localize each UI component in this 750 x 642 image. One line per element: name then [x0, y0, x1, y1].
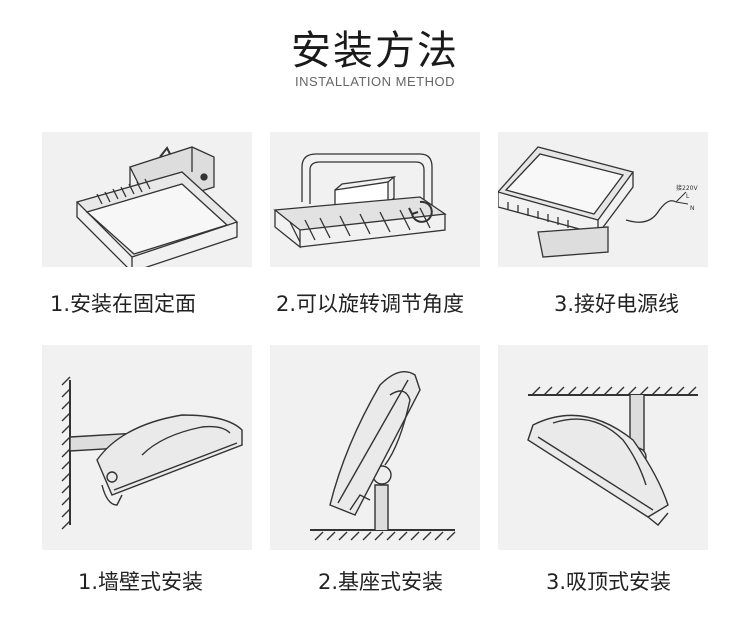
power-connection-illustration: 接220V L N	[498, 146, 698, 258]
fixed-surface-illustration	[75, 146, 239, 267]
step-1-label: 1.安装在固定面	[50, 292, 197, 316]
page-subtitle: INSTALLATION METHOD	[295, 74, 455, 89]
step-1-panel	[42, 132, 252, 267]
rotate-adjust-illustration	[273, 153, 447, 249]
wall-mount-illustration	[61, 376, 243, 530]
wall-mount-panel	[42, 345, 252, 550]
ceiling-mount-label: 3.吸顶式安装	[546, 570, 672, 594]
base-mount-panel	[270, 345, 480, 550]
wire-voltage-label: 接220V	[676, 184, 698, 192]
step-3-label: 3.接好电源线	[554, 292, 680, 316]
ceiling-mount-illustration	[527, 386, 698, 526]
step-2-label: 2.可以旋转调节角度	[276, 292, 465, 316]
step-3-panel: 接220V L N	[498, 132, 708, 267]
base-mount-label: 2.基座式安装	[318, 570, 444, 594]
wall-mount-label: 1.墙壁式安装	[78, 570, 204, 594]
wire-n-label: N	[690, 205, 695, 212]
step-2-panel	[270, 132, 480, 267]
base-mount-illustration	[310, 371, 456, 541]
wire-l-label: L	[686, 193, 690, 200]
page-title: 安装方法	[291, 28, 459, 74]
ceiling-mount-panel	[498, 345, 708, 550]
